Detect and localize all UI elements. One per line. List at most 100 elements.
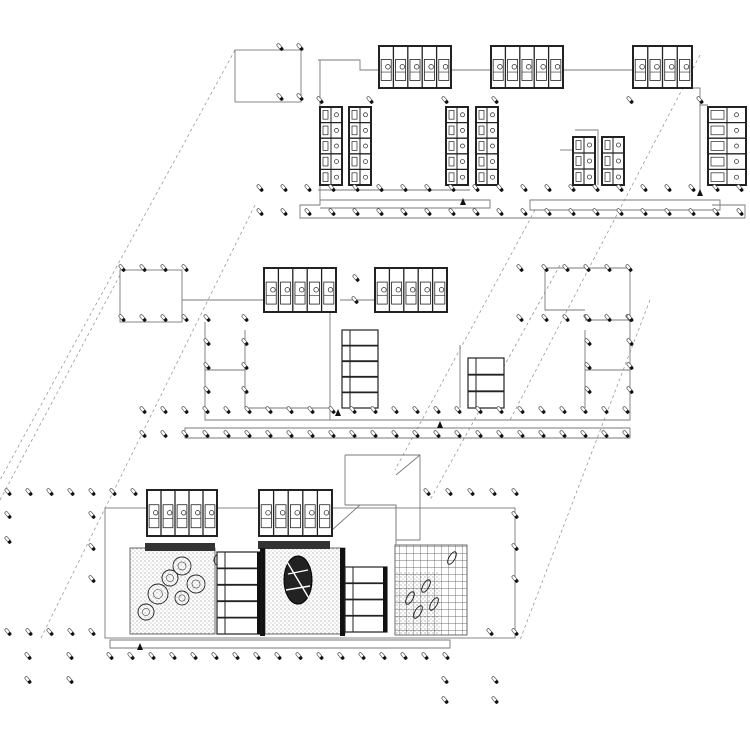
tree-icon — [447, 551, 457, 565]
room-module-icon — [391, 281, 403, 305]
column-marker-icon — [584, 338, 592, 347]
column-marker-icon — [496, 406, 504, 415]
fixture-icon — [460, 174, 465, 180]
column-fill — [206, 341, 211, 347]
room-module-stack — [572, 136, 596, 186]
column-marker-icon — [445, 488, 453, 497]
column-fill — [206, 389, 211, 395]
column-fill — [583, 433, 588, 439]
room-module-icon — [478, 156, 485, 167]
column-marker-icon — [696, 96, 704, 105]
column-marker-icon — [712, 184, 720, 193]
column-fill — [247, 433, 252, 439]
column-fill — [619, 187, 624, 193]
column-fill — [514, 578, 519, 584]
room-module-icon — [478, 125, 485, 136]
room-module-icon — [275, 504, 287, 529]
tree-icon — [429, 597, 439, 611]
tree-canopy — [405, 591, 415, 605]
room-module-outline — [263, 267, 337, 313]
column-marker-icon — [139, 406, 147, 415]
column-marker-icon — [421, 652, 429, 661]
room-module-stack — [707, 106, 747, 186]
column-marker-icon — [376, 184, 384, 193]
column-fill — [448, 491, 453, 497]
column-marker-icon — [538, 406, 546, 415]
column-fill — [565, 267, 570, 273]
column-marker-icon — [424, 184, 432, 193]
column-fill — [49, 491, 54, 497]
room-module-icon — [507, 59, 519, 81]
tree-icon — [413, 605, 423, 619]
column-fill — [354, 299, 359, 305]
column-fill — [562, 433, 567, 439]
central-sculpture — [283, 555, 313, 605]
room-module-outline — [258, 489, 333, 537]
column-fill — [235, 655, 240, 661]
column-marker-icon — [4, 536, 12, 545]
column-marker-icon — [559, 406, 567, 415]
column-marker-icon — [203, 362, 211, 371]
fixture-icon — [414, 64, 420, 70]
column-marker-icon — [584, 314, 592, 323]
column-fill — [519, 267, 524, 273]
column-fill — [268, 433, 273, 439]
room-module-outline — [146, 489, 218, 537]
column-marker-icon — [448, 208, 456, 217]
column-fill — [298, 655, 303, 661]
room-module-icon — [308, 281, 320, 305]
column-marker-icon — [541, 314, 549, 323]
column-fill — [310, 409, 315, 415]
fixture-icon — [270, 287, 276, 293]
room-module-icon — [448, 156, 455, 167]
column-fill — [70, 631, 75, 637]
column-fill — [244, 341, 249, 347]
column-marker-icon — [118, 264, 126, 273]
column-marker-icon — [130, 488, 138, 497]
room-module-icon — [710, 156, 725, 167]
column-fill — [499, 187, 504, 193]
column-marker-icon — [46, 488, 54, 497]
tree-icon — [421, 579, 431, 593]
column-marker-icon — [544, 184, 552, 193]
column-marker-icon — [496, 430, 504, 439]
column-fill — [478, 409, 483, 415]
column-marker-icon — [244, 430, 252, 439]
column-fill — [544, 267, 549, 273]
column-fill — [628, 267, 633, 273]
column-marker-icon — [296, 43, 304, 52]
room-module-icon — [351, 172, 358, 182]
column-fill — [489, 631, 494, 637]
column-marker-icon — [88, 488, 96, 497]
fixture-icon — [167, 510, 173, 516]
column-marker-icon — [203, 314, 211, 323]
column-fill — [547, 211, 552, 217]
column-marker-icon — [517, 430, 525, 439]
column-fill — [562, 409, 567, 415]
column-fill — [142, 267, 147, 273]
fixture-icon — [334, 174, 339, 180]
column-marker-icon — [467, 488, 475, 497]
fixture-icon — [442, 64, 449, 70]
fixture-icon — [395, 287, 401, 293]
column-fill — [426, 491, 431, 497]
stair-wall — [383, 567, 387, 632]
column-fill — [379, 187, 384, 193]
column-fill — [214, 655, 219, 661]
fixture-icon — [424, 287, 430, 293]
column-marker-icon — [562, 264, 570, 273]
fixture-icon — [639, 64, 645, 70]
column-fill — [457, 409, 462, 415]
fixture-icon — [327, 287, 334, 293]
column-marker-icon — [583, 264, 591, 273]
column-fill — [307, 187, 312, 193]
column-fill — [492, 491, 497, 497]
column-marker-icon — [517, 406, 525, 415]
column-marker-icon — [496, 208, 504, 217]
stair-outline — [467, 357, 505, 409]
column-fill — [121, 267, 126, 273]
stair-block — [341, 329, 379, 409]
fixture-icon — [734, 112, 739, 118]
column-marker-icon — [400, 208, 408, 217]
column-fill — [289, 409, 294, 415]
